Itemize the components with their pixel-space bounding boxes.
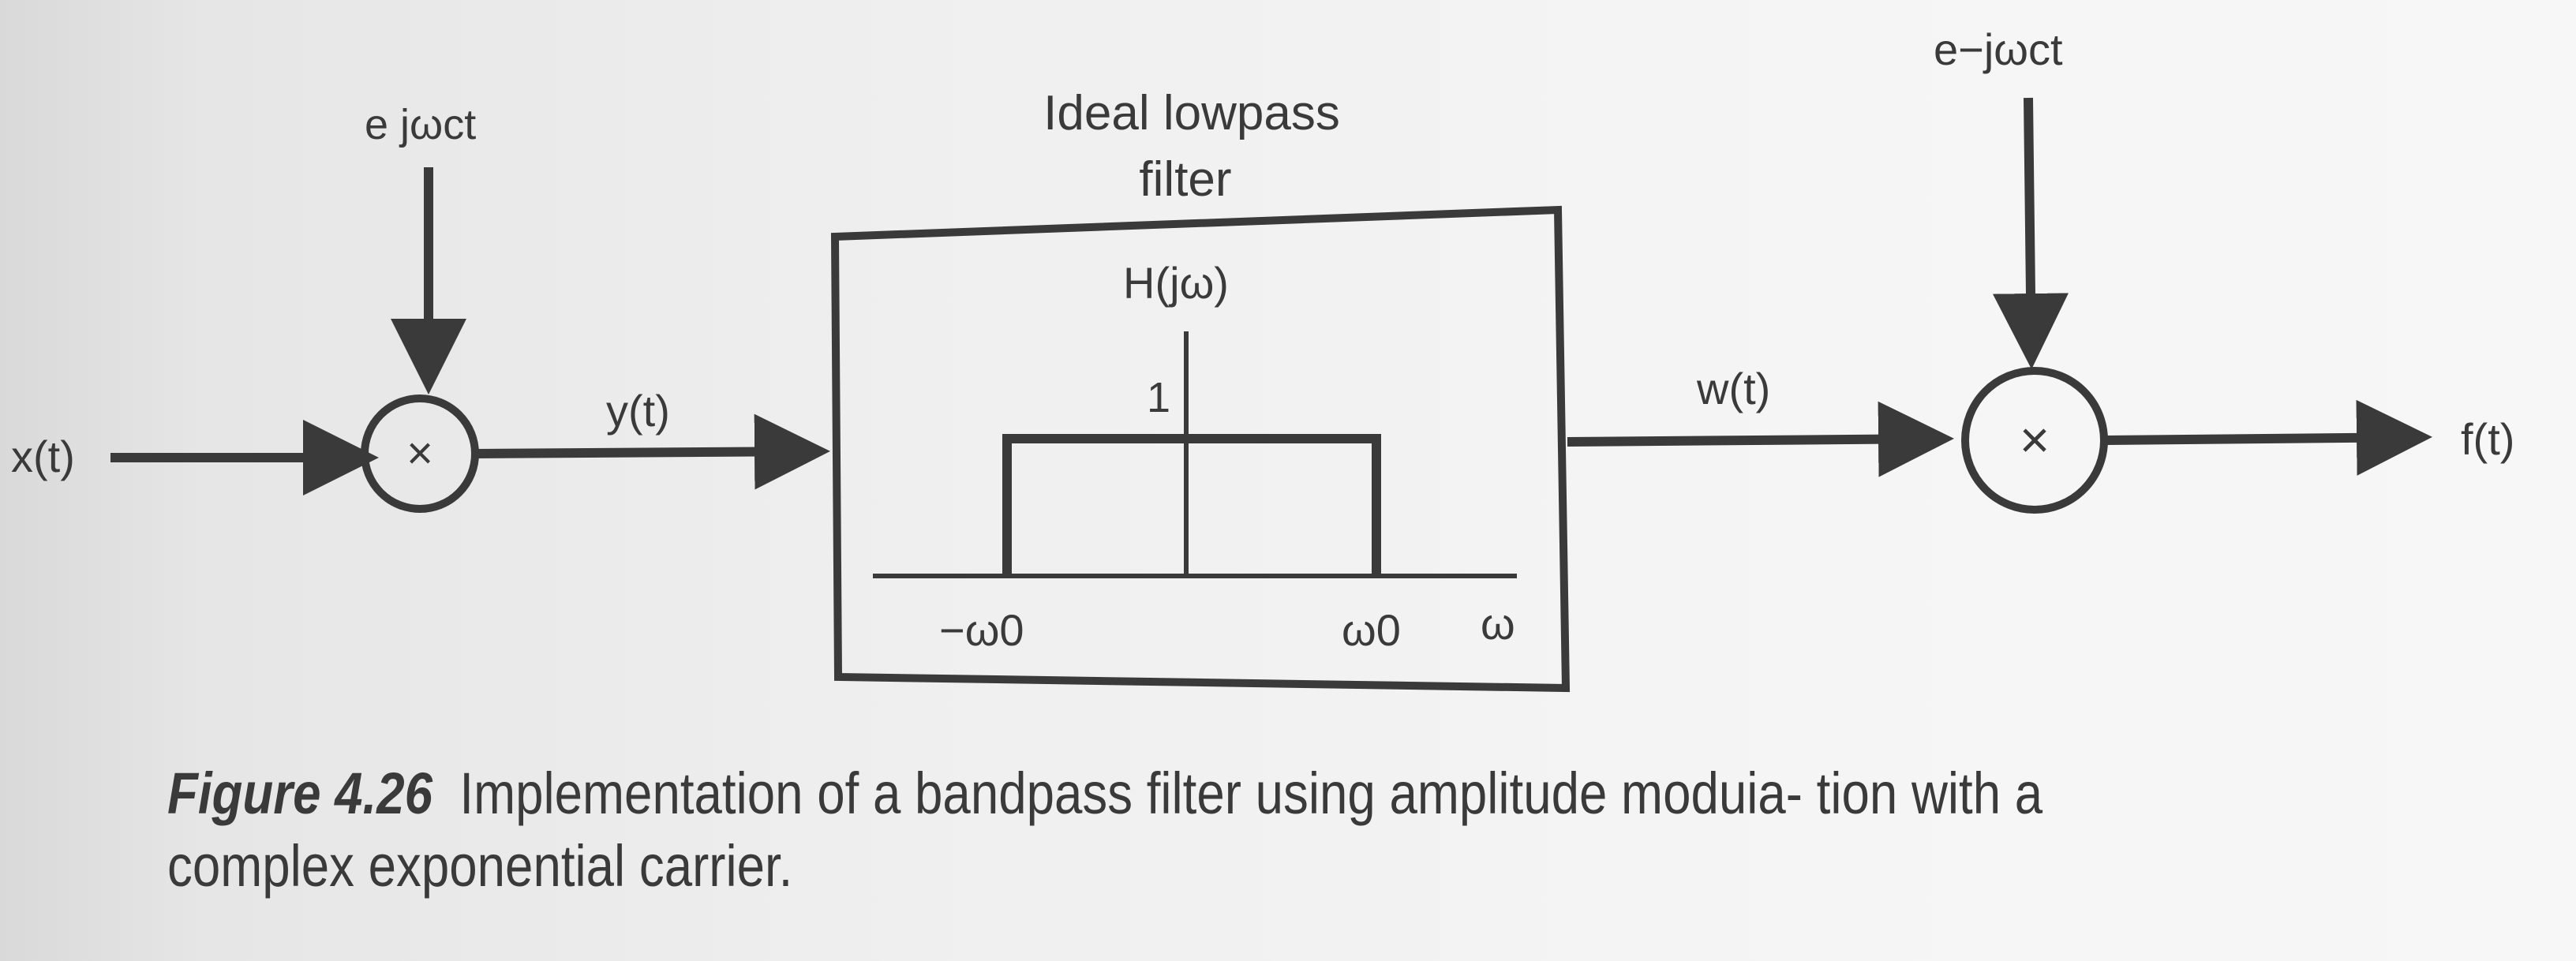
carrier-1-label: e jωct [365,101,476,148]
output-label: f(t) [2461,414,2514,464]
caption-text: Implementation of a bandpass filter usin… [167,761,2043,899]
multiplier-1: × [361,394,479,513]
response-label: H(jω) [1123,258,1229,308]
freq-axis-label: ω [1481,599,1515,649]
multiplier-1-symbol: × [406,428,433,479]
multiplier-2-symbol: × [2020,410,2050,469]
passband-rectangle [1002,434,1381,576]
multiplier-2-circle [1961,367,2108,514]
input-label: x(t) [11,432,75,481]
carrier-2-arrow [1992,97,2069,369]
filter-title-line1: Ideal lowpass [1043,86,1340,140]
pos-cutoff-label: ω0 [1342,605,1401,655]
filter-box [830,205,1571,693]
multiplier-2: × [1961,367,2108,514]
w-arrow [1567,401,1954,477]
carrier-2-label: e−jωct [1934,24,2063,74]
filter-title-line2: filter [1139,152,1231,207]
y-arrow [474,413,830,490]
lowpass-filter-block: H(jω) 1 −ω0 ω0 ω [830,205,1571,693]
neg-cutoff-label: −ω0 [939,605,1024,655]
gain-label: 1 [1147,374,1170,421]
output-arrow [2105,399,2432,476]
y-label: y(t) [606,386,670,436]
figure-number: Figure 4.26 [167,761,433,826]
w-label: w(t) [1696,364,1770,413]
